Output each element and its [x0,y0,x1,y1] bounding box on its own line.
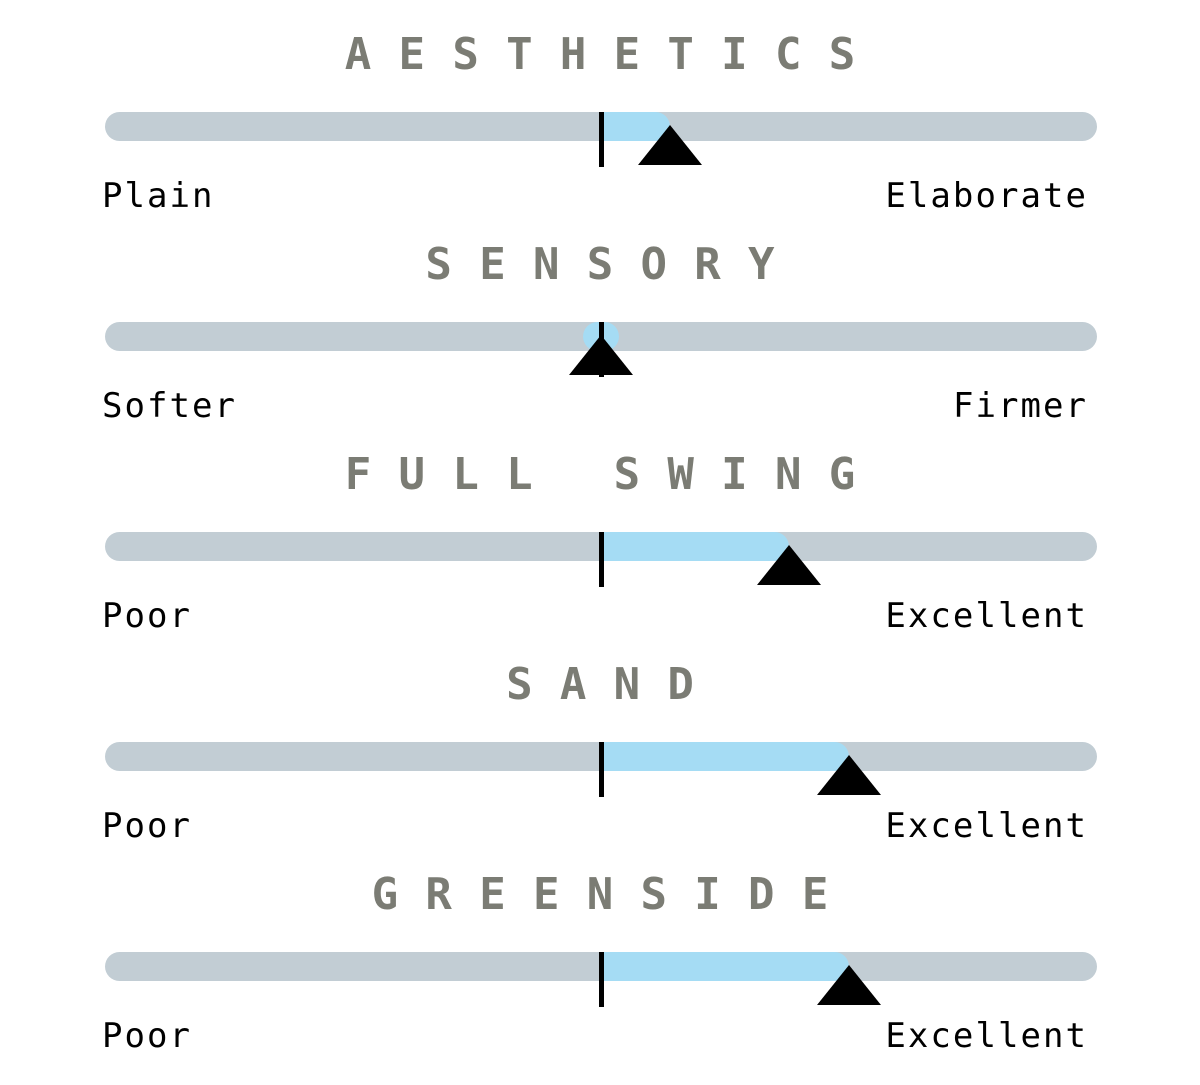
right-label: Firmer [952,386,1088,426]
scale-full-swing: FULL SWING Poor Excellent [0,420,1200,636]
right-label: Excellent [885,806,1088,846]
left-label: Poor [102,596,193,636]
slider-marker-icon [638,125,703,165]
scale-title: AESTHETICS [344,29,883,80]
left-label: Softer [102,386,238,426]
scale-title: GREENSIDE [371,869,856,920]
slider-marker-icon [569,335,633,375]
slider-marker-icon [817,755,881,795]
scale-aesthetics: AESTHETICS Plain Elaborate [0,0,1200,216]
slider-marker-icon [757,545,822,585]
right-label: Excellent [885,1016,1088,1056]
center-tick [599,952,604,1007]
left-label: Poor [102,1016,193,1056]
center-tick [599,112,604,167]
scale-greenside: GREENSIDE Poor Excellent [0,840,1200,1056]
left-label: Plain [102,176,215,216]
scale-sensory: SENSORY Softer Firmer [0,210,1200,426]
right-label: Elaborate [885,176,1088,216]
scale-title: SENSORY [425,239,802,290]
slider-fill [601,742,849,771]
center-tick [599,742,604,797]
center-tick [599,532,604,587]
right-label: Excellent [885,596,1088,636]
scale-title: FULL SWING [344,449,883,500]
scale-sand: SAND Poor Excellent [0,630,1200,846]
scale-title: SAND [506,659,722,710]
slider-marker-icon [817,965,881,1005]
left-label: Poor [102,806,193,846]
slider-fill [601,952,849,981]
